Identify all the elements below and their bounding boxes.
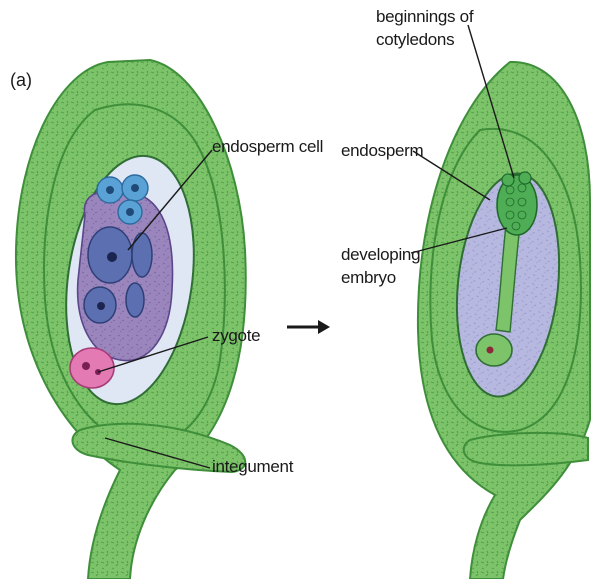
integument-tongue-right	[464, 433, 588, 465]
label-developing-line1: developing	[341, 245, 420, 264]
label-endosperm: endosperm	[341, 141, 423, 160]
zygote-cell	[70, 348, 114, 388]
nucleolus-3	[97, 302, 105, 310]
nucleus-4	[126, 283, 144, 317]
label-zygote: zygote	[212, 326, 260, 345]
label-developing-line2: embryo	[341, 268, 396, 287]
label-cotyledons-line1: beginnings of	[376, 7, 474, 26]
basal-cell	[476, 334, 512, 366]
nucleus-2	[132, 233, 152, 277]
label-cotyledons-line2: cotyledons	[376, 30, 454, 49]
label-integument: integument	[212, 457, 294, 476]
right-arrow	[287, 320, 330, 334]
panel-label: (a)	[10, 70, 32, 90]
cotyledon-bump-2	[519, 172, 531, 184]
nucleolus-1	[107, 252, 117, 262]
label-endosperm-cell: endosperm cell	[212, 137, 323, 156]
cotyledon-bump-1	[502, 174, 514, 186]
ovule-right	[418, 62, 590, 579]
